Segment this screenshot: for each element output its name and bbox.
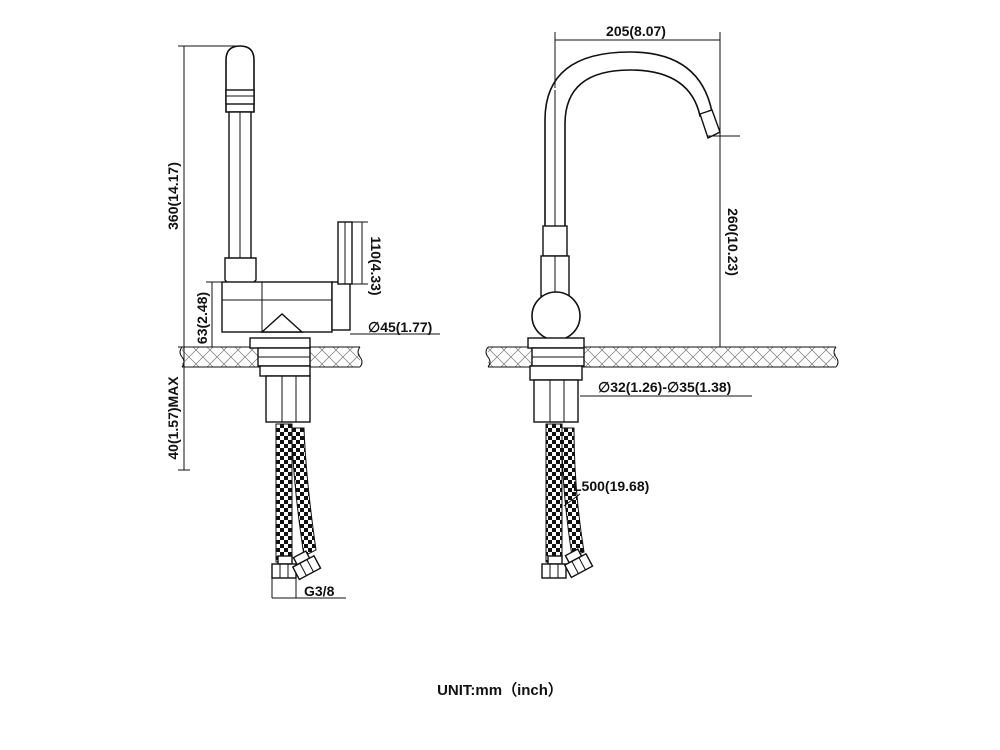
- unit-label: UNIT:mm（inch）: [437, 681, 563, 699]
- body-height-label: 63(2.48): [194, 292, 210, 344]
- hole-diameter-label: ∅32(1.26)-∅35(1.38): [598, 379, 731, 395]
- mount-front: [527, 337, 585, 423]
- mount-side: [249, 337, 311, 423]
- handle-height-label: 110(4.33): [368, 236, 384, 295]
- hoses-front: [541, 423, 594, 579]
- spout-tube-side: [224, 45, 257, 298]
- fitting-thread-label: G3/8: [304, 583, 335, 599]
- under-counter-max-label: 40(1.57)MAX: [165, 376, 181, 460]
- spout-height-label: 260(10.23): [725, 208, 741, 276]
- handle-side: [337, 221, 353, 285]
- front-view: [485, 32, 839, 579]
- spout-reach-label: 205(8.07): [606, 23, 666, 39]
- faucet-body-front: [531, 291, 581, 341]
- hoses-side: [271, 423, 322, 581]
- faucet-body-side: [221, 281, 351, 333]
- gooseneck-spout-front: [540, 51, 721, 297]
- dimension-lines-side: [178, 45, 440, 599]
- body-diameter-label: ∅45(1.77): [368, 319, 432, 335]
- hose-length-label: L500(19.68): [573, 478, 649, 494]
- total-height-label: 360(14.17): [165, 162, 181, 230]
- side-view: [178, 45, 440, 599]
- dimension-lines-front: [554, 32, 752, 507]
